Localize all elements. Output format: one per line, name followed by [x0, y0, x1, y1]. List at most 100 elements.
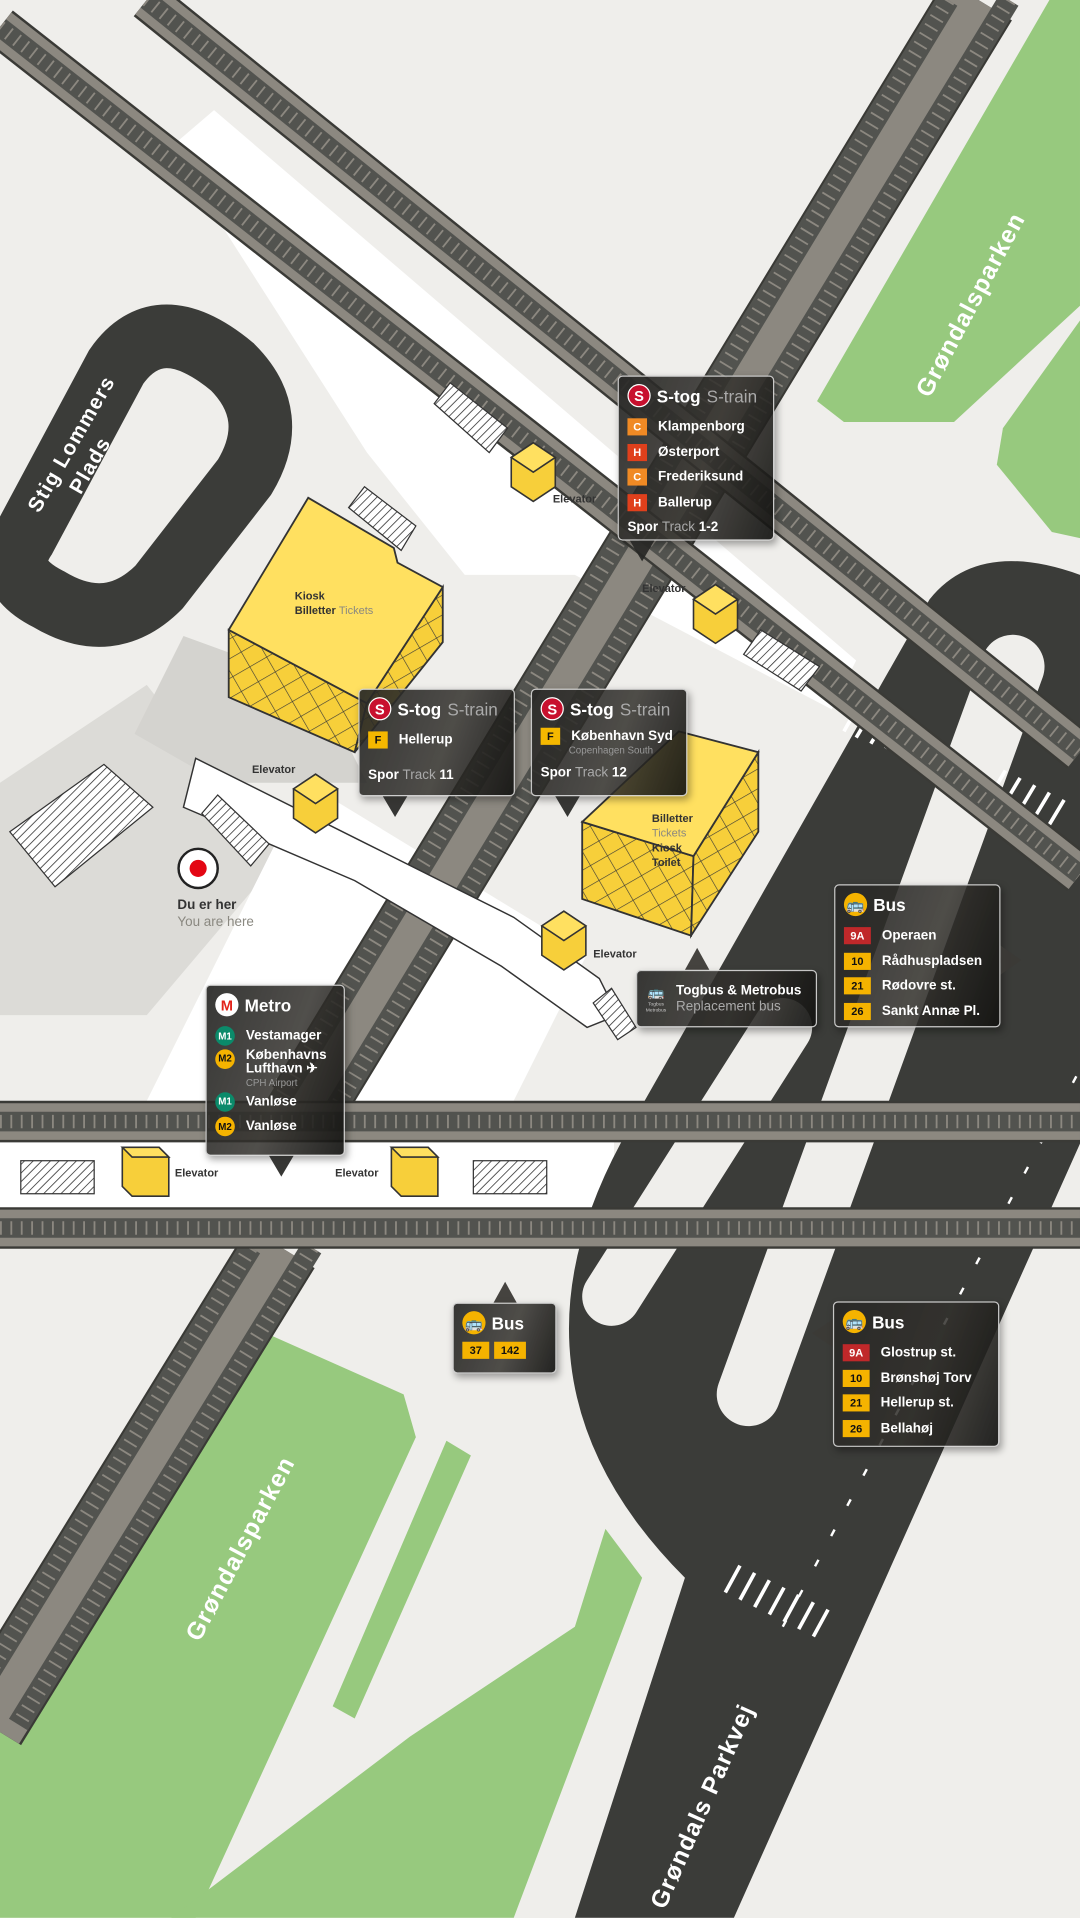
ticket-building-label: Billetter Tickets Kiosk Toilet [652, 811, 693, 870]
stog-logo-icon: S [368, 697, 392, 721]
title: Togbus & Metrobus [675, 982, 802, 998]
destination: København Syd [571, 728, 673, 744]
park-bottom-2 [171, 1528, 643, 1918]
kiosk-label: Kiosk Billetter Tickets [295, 588, 374, 617]
road-stig-lommers-plads [0, 304, 293, 647]
bus-icon: 🚌 [462, 1311, 486, 1335]
track-label: Spor Track 1-2 [627, 519, 719, 535]
route-row: H Ballerup [627, 490, 764, 515]
destination: Glostrup st. [880, 1345, 957, 1361]
destination: Københavns [245, 1047, 327, 1063]
track-label: Spor Track 11 [368, 767, 454, 783]
destination: Lufthavn ✈ [245, 1061, 318, 1076]
callout-pointer [382, 796, 408, 818]
title: Bus [873, 894, 906, 915]
callout-pointer [269, 1155, 294, 1177]
you-are-here-label: Du er her You are here [177, 897, 254, 931]
rail-tracks [0, 0, 1080, 1746]
callout-pointer [492, 1281, 518, 1304]
elevator-icon [120, 441, 739, 1197]
line-badge: 26 [842, 1419, 870, 1437]
line-badge: 37 [462, 1341, 490, 1359]
shadow-area [134, 636, 367, 783]
destination: Vestamager [245, 1028, 322, 1044]
lane-divider [582, 998, 813, 1326]
subtitle: Replacement bus [675, 998, 781, 1014]
route-row: C Klampenborg [627, 415, 764, 440]
toilet-label: Toilet [651, 856, 681, 869]
callout-pointer [555, 796, 580, 818]
elevator-label: Elevator [593, 947, 637, 961]
line-badge: C [627, 418, 648, 436]
destination: Rødovre st. [881, 978, 956, 994]
elevator-label: Elevator [251, 763, 296, 776]
line-badge: 10 [842, 1369, 870, 1387]
line-badge: M2 [215, 1116, 235, 1137]
you-are-here-en: You are here [177, 914, 254, 930]
destination-sub: Copenhagen South [568, 744, 654, 756]
elevator-label: Elevator [335, 1166, 379, 1180]
destination: Østerport [658, 444, 720, 460]
line-badge: C [627, 468, 648, 486]
callout-pointer [1000, 945, 1022, 975]
title-en: S-train [706, 385, 758, 406]
destination: Ballerup [658, 495, 712, 510]
route-row: 26 Sankt Annæ Pl. [843, 999, 991, 1024]
title: Metro [244, 994, 292, 1015]
line-badge: 26 [843, 1002, 871, 1020]
destination: Operaen [881, 928, 937, 944]
park-bottom-strip [332, 1440, 471, 1719]
line-badge: 21 [842, 1394, 870, 1412]
route-row: 10 Brønshøj Torv [842, 1366, 990, 1391]
route-row: C Frederiksund [627, 465, 764, 490]
callout-pointer [629, 540, 655, 562]
destination: Vanløse [245, 1119, 297, 1135]
callout-pointer [812, 1318, 835, 1348]
line-badge: H [627, 493, 648, 511]
line-badge: M2 [215, 1048, 235, 1069]
destination: Brønshøj Torv [880, 1370, 972, 1386]
tickets-da: Billetter [651, 812, 693, 825]
title-en: S-train [619, 699, 671, 719]
destination: Vanløse [245, 1094, 297, 1110]
kiosk-label-line: Kiosk [294, 589, 325, 602]
tickets-en: Tickets [651, 826, 687, 840]
destination: Hellerup [398, 732, 453, 748]
destination: Frederiksund [658, 469, 744, 485]
destination: Rådhuspladsen [881, 953, 983, 969]
line-badge: 9A [842, 1344, 870, 1362]
park-bottom [0, 1320, 416, 1918]
you-are-here-da: Du er her [177, 897, 237, 913]
route-row: M2 Vanløse [215, 1114, 335, 1139]
title-en: S-train [447, 699, 498, 719]
stog-logo-icon: S [540, 697, 564, 721]
elevator-label: Elevator [642, 582, 686, 595]
destination-sub: CPH Airport [245, 1076, 298, 1088]
destination: Klampenborg [658, 419, 745, 435]
title-da: S-tog [397, 699, 442, 719]
line-badge: H [627, 443, 648, 461]
line-badge: M1 [215, 1026, 235, 1047]
elevator-label: Elevator [552, 492, 597, 506]
stog-logo-icon: S [627, 384, 651, 408]
metro-logo-icon: M [215, 993, 239, 1017]
tickets-da: Billetter [294, 604, 336, 617]
destination: Sankt Annæ Pl. [881, 1003, 981, 1019]
route-row: M1 Vestamager [215, 1024, 335, 1049]
route-row: 9A Glostrup st. [842, 1341, 990, 1366]
callout-pointer [684, 947, 710, 970]
